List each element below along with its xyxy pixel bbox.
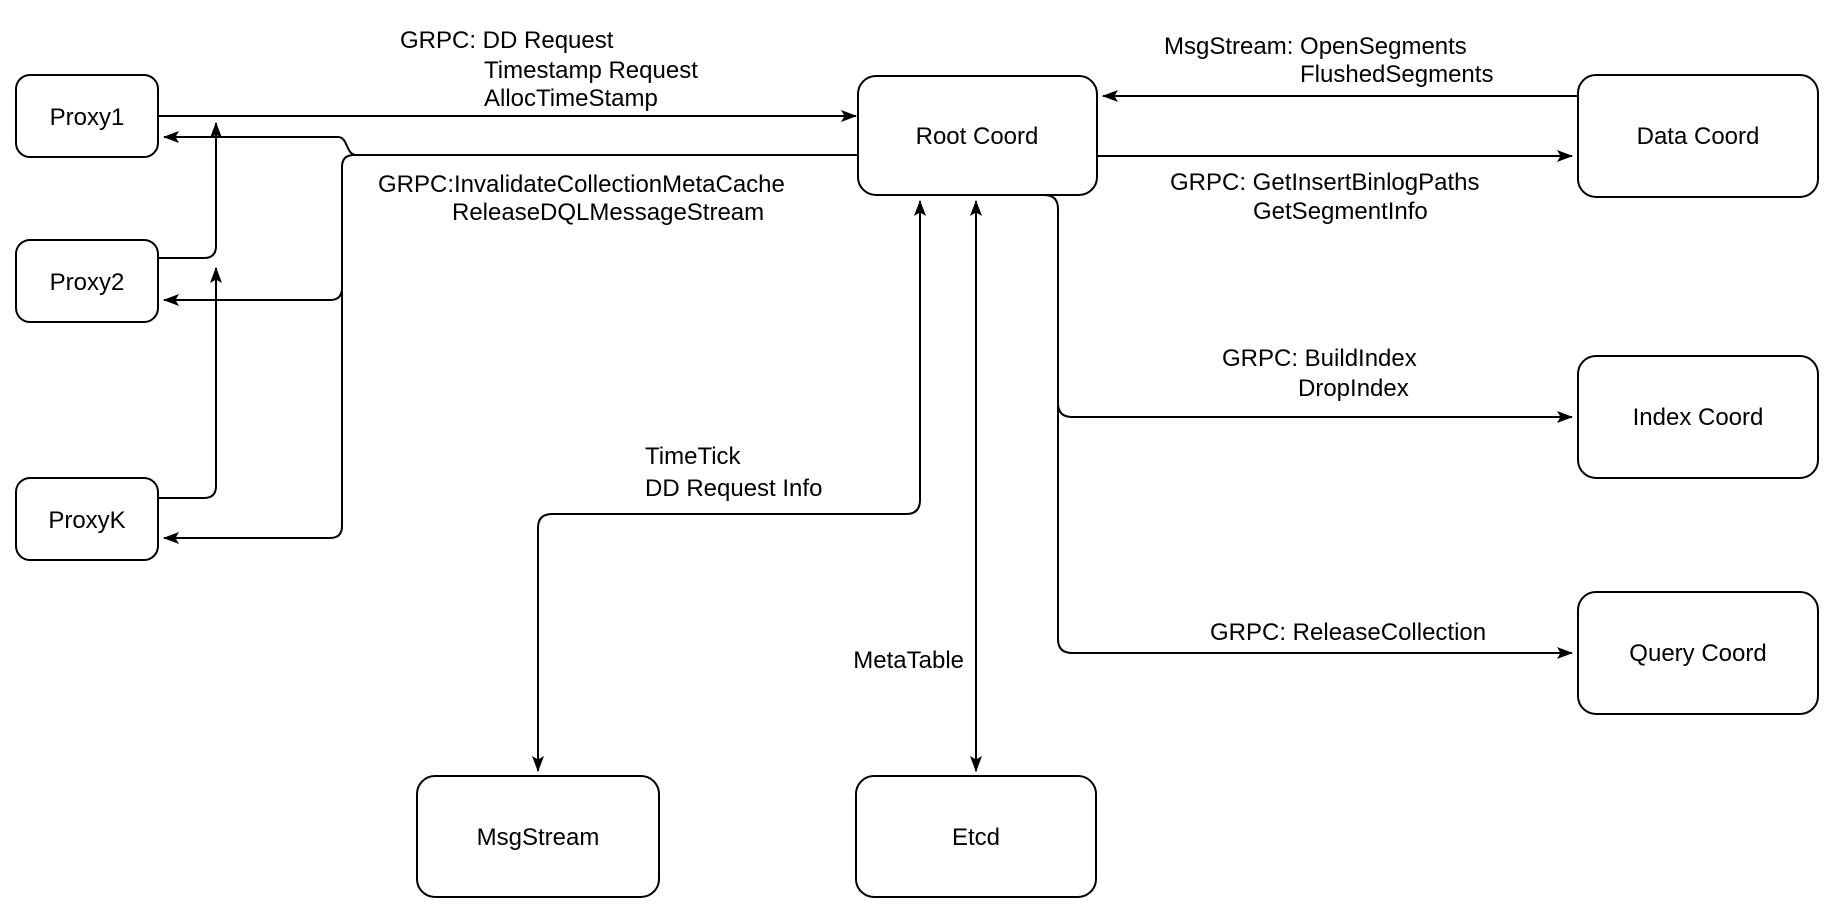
- edge-labels: GRPC: DD Request Timestamp Request Alloc…: [378, 27, 1493, 674]
- node-proxyk-box: [15, 477, 159, 561]
- edges: [158, 90, 1578, 772]
- node-etcd-label: Etcd: [952, 824, 1000, 851]
- node-data-coord-label: Data Coord: [1637, 123, 1760, 150]
- node-data-coord: Data Coord: [1577, 74, 1819, 198]
- node-root-coord-box: [857, 75, 1098, 196]
- node-msgstream-label: MsgStream: [477, 824, 600, 851]
- node-etcd-box: [855, 775, 1097, 898]
- node-etcd: Etcd: [855, 775, 1097, 898]
- edge-label-root-to-msgstream-line2: DD Request Info: [645, 475, 822, 502]
- edge-root-coord-to-proxy1: [163, 131, 858, 156]
- node-query-coord-box: [1577, 591, 1819, 715]
- node-proxyk: ProxyK: [15, 477, 159, 561]
- node-proxy1-box: [15, 74, 159, 158]
- edge-label-root-to-data-line1: GRPC: GetInsertBinlogPaths: [1170, 169, 1479, 196]
- node-proxy2: Proxy2: [15, 239, 159, 323]
- node-proxyk-label: ProxyK: [48, 507, 125, 534]
- node-data-coord-box: [1577, 74, 1819, 198]
- edge-root-coord-to-proxy2: [163, 154, 858, 306]
- edge-label-proxy-to-root-line1: GRPC: DD Request: [400, 27, 614, 54]
- node-proxy1-label: Proxy1: [50, 104, 125, 131]
- edge-label-proxy-to-root-line2: Timestamp Request: [484, 57, 698, 84]
- edge-label-root-to-proxy-line2: ReleaseDQLMessageStream: [452, 199, 764, 226]
- edge-label-root-to-data-line2: GetSegmentInfo: [1253, 198, 1428, 225]
- edge-label-proxy-to-root-line3: AllocTimeStamp: [484, 85, 658, 112]
- node-query-coord: Query Coord: [1577, 591, 1819, 715]
- node-proxy2-label: Proxy2: [50, 269, 125, 296]
- node-root-coord: Root Coord: [857, 75, 1098, 196]
- node-index-coord-box: [1577, 355, 1819, 479]
- node-index-coord: Index Coord: [1577, 355, 1819, 479]
- edge-label-root-to-index-line1: GRPC: BuildIndex: [1222, 345, 1417, 372]
- node-proxy2-box: [15, 239, 159, 323]
- edge-root-coord-msgstream: [532, 200, 926, 772]
- node-query-coord-label: Query Coord: [1629, 640, 1766, 667]
- edge-label-root-to-etcd: MetaTable: [853, 647, 964, 674]
- node-msgstream-box: [416, 775, 660, 898]
- edge-root-coord-to-query-coord: [1057, 405, 1573, 659]
- edge-label-root-to-proxy-line1: GRPC:InvalidateCollectionMetaCache: [378, 171, 785, 198]
- edge-label-root-to-msgstream-line1: TimeTick: [645, 443, 742, 470]
- edge-label-root-to-query: GRPC: ReleaseCollection: [1210, 619, 1486, 646]
- edge-label-data-to-root-line1: MsgStream: OpenSegments: [1164, 33, 1467, 60]
- edge-label-root-to-index-line2: DropIndex: [1298, 375, 1409, 402]
- node-index-coord-label: Index Coord: [1633, 404, 1764, 431]
- edge-root-coord-to-index-coord: [1043, 194, 1573, 423]
- node-msgstream: MsgStream: [416, 775, 660, 898]
- node-proxy1: Proxy1: [15, 74, 159, 158]
- edge-label-data-to-root-line2: FlushedSegments: [1300, 61, 1493, 88]
- node-root-coord-label: Root Coord: [916, 123, 1039, 150]
- edge-proxyk-to-root-coord: [158, 267, 222, 499]
- edge-proxy2-to-root-coord: [158, 122, 222, 259]
- edge-root-coord-to-proxyk: [163, 290, 343, 544]
